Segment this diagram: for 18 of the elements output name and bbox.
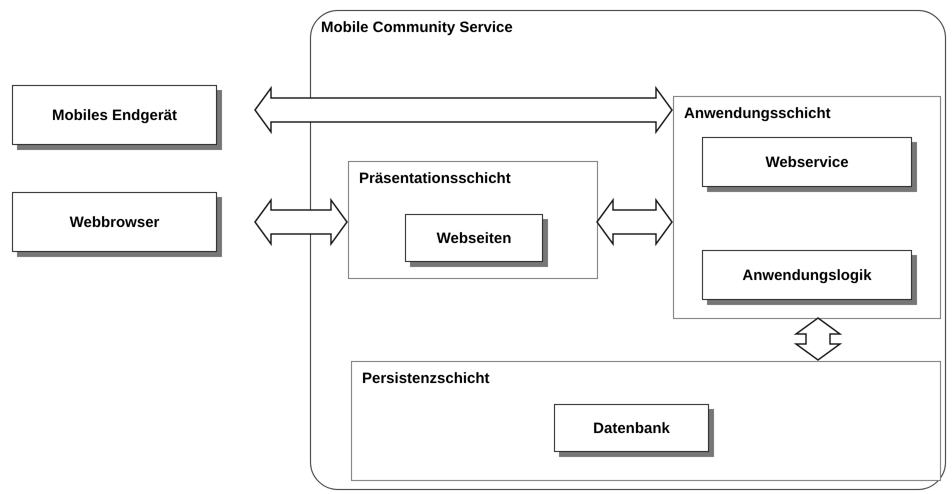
double-block-arrow [254, 198, 348, 246]
component-label: Anwendungslogik [742, 266, 872, 284]
layer-box [348, 161, 598, 279]
layer-title: Persistenzschicht [362, 370, 490, 387]
layer-box [673, 96, 941, 319]
layer-title: Mobile Community Service [321, 19, 513, 36]
layer-title: Anwendungsschicht [684, 105, 831, 122]
layer-box [351, 361, 941, 481]
double-block-arrow [596, 198, 673, 246]
component-label: Mobiles Endgerät [52, 106, 178, 124]
component-label: Datenbank [593, 420, 670, 436]
service-container [310, 10, 946, 490]
component-label: Webseiten [436, 230, 512, 246]
component-label: Webbrowser [70, 214, 160, 230]
double-block-arrow [254, 86, 673, 134]
double-block-arrow [794, 317, 842, 361]
layer-title: Präsentationsschicht [359, 170, 511, 187]
component-label: Webservice [765, 154, 849, 170]
